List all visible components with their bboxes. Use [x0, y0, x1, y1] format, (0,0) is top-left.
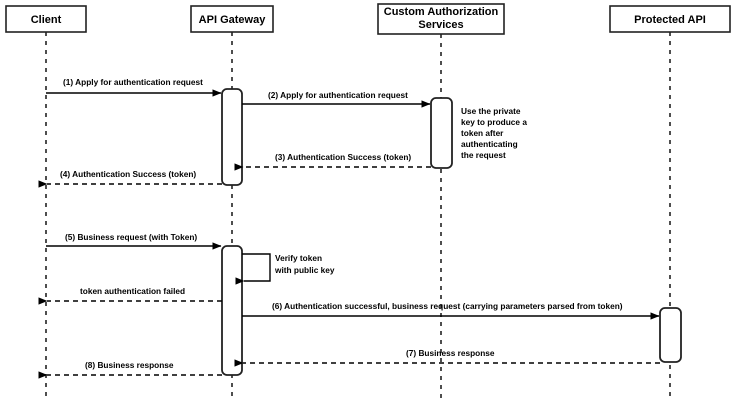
message-5[interactable]: (5) Business request (with Token) [46, 232, 222, 250]
message-4[interactable]: (4) Authentication Success (token) [38, 169, 222, 188]
message-label-6: (6) Authentication successful, business … [272, 301, 623, 311]
participant-protected-api[interactable]: Protected API [609, 5, 731, 33]
participant-label-custom-authorization-services-line2: Services [418, 19, 463, 31]
participant-label-protected-api: Protected API [634, 14, 706, 26]
participant-box-protected-api[interactable] [609, 5, 731, 33]
activation-bars-group [221, 88, 682, 376]
message-label-token-authentication-failed: token authentication failed [80, 286, 185, 296]
participant-box-client[interactable] [5, 5, 87, 33]
message-label-3: (3) Authentication Success (token) [275, 152, 411, 162]
message-2[interactable]: (2) Apply for authentication request [242, 90, 431, 108]
participant-api-gateway[interactable]: API Gateway [190, 5, 274, 33]
message-label-7: (7) Business response [406, 348, 495, 358]
message-label-4: (4) Authentication Success (token) [60, 169, 196, 179]
participant-box-api-gateway[interactable] [190, 5, 274, 33]
participant-label-custom-authorization-services-line1: Custom Authorization [384, 6, 499, 18]
note-private-key-line-1: Use the private [461, 106, 521, 116]
message-label-1: (1) Apply for authentication request [63, 77, 203, 87]
message-8[interactable]: (8) Business response [38, 360, 222, 379]
message-3[interactable]: (3) Authentication Success (token) [234, 152, 431, 171]
message-self-verify-token[interactable]: Verify token with public key [235, 253, 335, 285]
note-private-key: Use the private key to produce a token a… [461, 106, 527, 160]
participant-client[interactable]: Client [5, 5, 87, 33]
participant-label-client: Client [31, 14, 62, 26]
message-label-2: (2) Apply for authentication request [268, 90, 408, 100]
note-private-key-line-4: authenticating [461, 139, 518, 149]
participant-box-custom-authorization-services[interactable] [377, 3, 505, 35]
lifelines-group [45, 32, 671, 398]
activation-bar-api-gateway-auth[interactable] [221, 88, 243, 186]
message-label-5: (5) Business request (with Token) [65, 232, 197, 242]
message-arrow-self-verify-token[interactable] [235, 253, 271, 285]
note-private-key-line-3: token after [461, 128, 504, 138]
note-private-key-line-5: the request [461, 150, 506, 160]
message-token-authentication-failed[interactable]: token authentication failed [38, 286, 222, 305]
message-6[interactable]: (6) Authentication successful, business … [242, 301, 660, 320]
message-label-8: (8) Business response [85, 360, 174, 370]
message-label-self-verify-token-line2: with public key [274, 265, 335, 275]
message-7[interactable]: (7) Business response [234, 348, 660, 367]
message-label-self-verify-token-line1: Verify token [275, 253, 322, 263]
activation-bar-api-gateway-business[interactable] [221, 245, 243, 376]
participant-custom-authorization-services[interactable]: Custom Authorization Services [377, 3, 505, 35]
message-1[interactable]: (1) Apply for authentication request [46, 77, 222, 97]
activation-bar-protected-api[interactable] [659, 307, 682, 363]
participant-label-api-gateway: API Gateway [199, 14, 267, 26]
note-private-key-line-2: key to produce a [461, 117, 527, 127]
activation-bar-custom-authorization-services[interactable] [430, 97, 453, 169]
